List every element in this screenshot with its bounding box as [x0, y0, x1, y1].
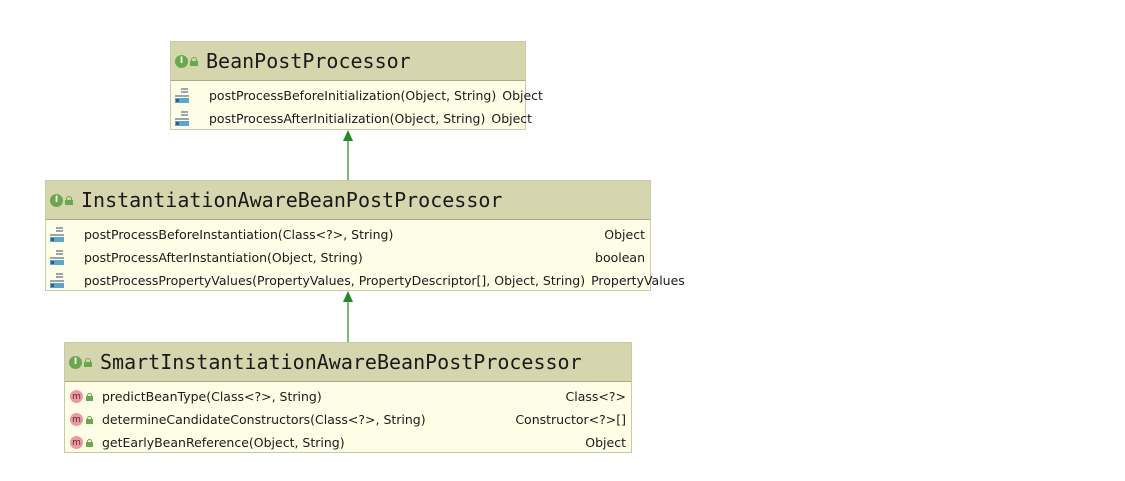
method-return-type: Object — [604, 227, 645, 242]
abstract-method-icon — [50, 250, 65, 265]
method-row[interactable]: m predictBeanType(Class<?>, String) Clas… — [65, 385, 631, 408]
method-signature: determineCandidateConstructors(Class<?>,… — [102, 412, 426, 427]
method-row[interactable]: postProcessAfterInstantiation(Object, St… — [46, 246, 650, 269]
interface-box-instantiationawarebeanpostprocessor[interactable]: I InstantiationAwareBeanPostProcessor po… — [45, 180, 685, 292]
public-lock-icon — [86, 415, 93, 424]
interface-title: SmartInstantiationAwareBeanPostProcessor — [100, 350, 582, 374]
box-header: I InstantiationAwareBeanPostProcessor — [46, 181, 650, 220]
method-icon: m — [70, 413, 83, 426]
arrow-smart-to-instantiationaware — [343, 291, 353, 342]
interface-icon: I — [50, 193, 63, 207]
method-signature: postProcessAfterInstantiation(Object, St… — [84, 250, 363, 265]
interface-title: InstantiationAwareBeanPostProcessor — [81, 188, 503, 212]
interface-icon: I — [175, 54, 188, 68]
method-row[interactable]: m getEarlyBeanReference(Object, String) … — [65, 431, 631, 454]
interface-title: BeanPostProcessor — [206, 49, 411, 73]
interface-box-beanpostprocessor[interactable]: I BeanPostProcessor postProcessBeforeIni… — [170, 41, 543, 130]
method-icon: m — [70, 436, 83, 449]
public-lock-icon — [86, 438, 93, 447]
method-return-type: boolean — [595, 250, 645, 265]
method-row[interactable]: postProcessBeforeInstantiation(Class<?>,… — [46, 223, 650, 246]
abstract-method-icon — [50, 273, 65, 288]
method-signature: predictBeanType(Class<?>, String) — [102, 389, 322, 404]
method-return-type: Class<?> — [565, 389, 626, 404]
method-return-type: PropertyValues — [591, 273, 685, 288]
public-lock-icon — [65, 195, 73, 205]
method-signature: getEarlyBeanReference(Object, String) — [102, 435, 345, 450]
method-icon: m — [70, 390, 83, 403]
method-signature: postProcessPropertyValues(PropertyValues… — [84, 273, 586, 288]
method-signature: postProcessAfterInitialization(Object, S… — [209, 111, 486, 126]
method-row[interactable]: postProcessPropertyValues(PropertyValues… — [46, 269, 685, 292]
abstract-method-icon — [175, 111, 190, 126]
method-row[interactable]: postProcessAfterInitialization(Object, S… — [171, 107, 532, 130]
method-return-type: Object — [491, 111, 533, 126]
public-lock-icon — [86, 392, 93, 401]
interface-icon: I — [69, 355, 82, 369]
public-lock-icon — [84, 357, 92, 367]
public-lock-icon — [190, 56, 198, 66]
method-row[interactable]: m determineCandidateConstructors(Class<?… — [65, 408, 631, 431]
method-return-type: Object — [502, 88, 543, 103]
arrow-instantiationaware-to-beanpostprocessor — [343, 130, 353, 180]
box-header: I SmartInstantiationAwareBeanPostProcess… — [65, 343, 631, 382]
method-return-type: Constructor<?>[] — [515, 412, 626, 427]
abstract-method-icon — [175, 88, 190, 103]
method-signature: postProcessBeforeInitialization(Object, … — [209, 88, 497, 103]
method-row[interactable]: postProcessBeforeInitialization(Object, … — [171, 84, 543, 107]
box-header: I BeanPostProcessor — [171, 42, 525, 81]
abstract-method-icon — [50, 227, 65, 242]
method-return-type: Object — [585, 435, 626, 450]
interface-box-smartinstantiationawarebeanpostprocessor[interactable]: I SmartInstantiationAwareBeanPostProcess… — [64, 342, 632, 453]
method-signature: postProcessBeforeInstantiation(Class<?>,… — [84, 227, 394, 242]
